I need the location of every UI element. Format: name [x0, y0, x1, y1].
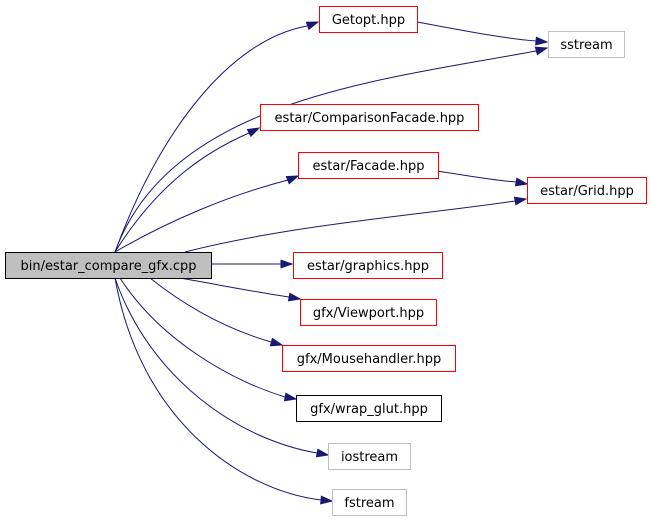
node-box — [296, 395, 442, 422]
edge-line — [179, 277, 290, 298]
edge-line — [114, 179, 289, 253]
edge-arrowhead — [513, 196, 528, 206]
edge-root-to-iostream — [114, 277, 330, 458]
edge-arrowhead — [283, 392, 298, 402]
node-sstream: sstream — [548, 31, 625, 58]
node-root: bin/estar_compare_gfx.cpp — [5, 252, 212, 279]
edge-line — [114, 132, 250, 253]
node-label: estar/ComparisonFacade.hpp — [275, 111, 465, 126]
edge-root-to-graphics — [211, 259, 294, 269]
node-box — [300, 299, 437, 326]
edge-arrowhead — [534, 46, 549, 56]
node-box — [298, 152, 439, 179]
edge-line — [149, 277, 272, 343]
edge-arrowhead — [514, 177, 529, 187]
node-box — [293, 252, 443, 279]
node-box — [328, 443, 411, 470]
node-label: sstream — [560, 38, 612, 53]
edge-getopt-to-sstream — [416, 21, 549, 46]
node-label: estar/Facade.hpp — [312, 159, 424, 174]
node-label: fstream — [344, 496, 394, 511]
node-box — [319, 6, 418, 33]
edge-root-to-getopt — [114, 21, 320, 253]
edge-arrowhead — [285, 175, 300, 185]
node-box — [548, 31, 625, 58]
node-label: Getopt.hpp — [332, 13, 405, 28]
edge-root-to-facade — [114, 175, 300, 253]
edge-line — [114, 277, 318, 454]
edge-root-to-sstream — [114, 46, 549, 253]
edge-root-to-comparison — [114, 127, 261, 253]
edge-line — [436, 170, 517, 183]
node-box — [260, 104, 479, 131]
node-label: estar/graphics.hpp — [307, 259, 429, 274]
node-viewport[interactable]: gfx/Viewport.hpp — [300, 299, 437, 326]
edge-arrowhead — [320, 495, 334, 505]
edge-arrowhead — [535, 36, 549, 46]
node-getopt[interactable]: Getopt.hpp — [319, 6, 418, 33]
node-box — [527, 177, 647, 204]
node-mousehandler[interactable]: gfx/Mousehandler.hpp — [282, 345, 456, 372]
edges-layer — [114, 21, 549, 505]
nodes-layer: bin/estar_compare_gfx.cpp Getopt.hpp sstre… — [5, 6, 647, 516]
node-wrapglut[interactable]: gfx/wrap_glut.hpp — [296, 395, 442, 422]
edge-root-to-fstream — [114, 277, 334, 505]
node-label: gfx/Viewport.hpp — [313, 306, 424, 321]
edge-facade-to-grid — [436, 170, 529, 187]
edge-arrowhead — [269, 337, 284, 347]
node-iostream: iostream — [328, 443, 411, 470]
node-label: iostream — [341, 450, 398, 465]
node-graphics[interactable]: estar/graphics.hpp — [293, 252, 443, 279]
edge-arrowhead — [315, 448, 330, 458]
edge-arrowhead — [305, 21, 320, 31]
edge-root-to-mousehandler — [149, 277, 284, 347]
edge-root-to-wrapglut — [119, 277, 298, 402]
node-comparison[interactable]: estar/ComparisonFacade.hpp — [260, 104, 479, 131]
node-box — [332, 489, 407, 516]
edge-root-to-viewport — [179, 277, 302, 302]
edge-line — [114, 50, 537, 253]
node-grid[interactable]: estar/Grid.hpp — [527, 177, 647, 204]
node-box — [5, 252, 212, 279]
edge-arrowhead — [287, 292, 302, 302]
edge-arrowhead — [280, 259, 294, 269]
edge-line — [184, 200, 516, 253]
edge-arrowhead — [246, 127, 261, 138]
edge-line — [416, 21, 537, 42]
node-label: gfx/Mousehandler.hpp — [297, 352, 441, 367]
edge-root-to-grid — [184, 196, 528, 253]
node-box — [282, 345, 456, 372]
edge-line — [114, 277, 322, 501]
node-facade[interactable]: estar/Facade.hpp — [298, 152, 439, 179]
edge-line — [114, 25, 308, 253]
node-label: estar/Grid.hpp — [540, 184, 634, 199]
node-label: bin/estar_compare_gfx.cpp — [20, 259, 196, 274]
edge-line — [119, 277, 286, 398]
node-fstream: fstream — [332, 489, 407, 516]
node-label: gfx/wrap_glut.hpp — [310, 402, 428, 417]
